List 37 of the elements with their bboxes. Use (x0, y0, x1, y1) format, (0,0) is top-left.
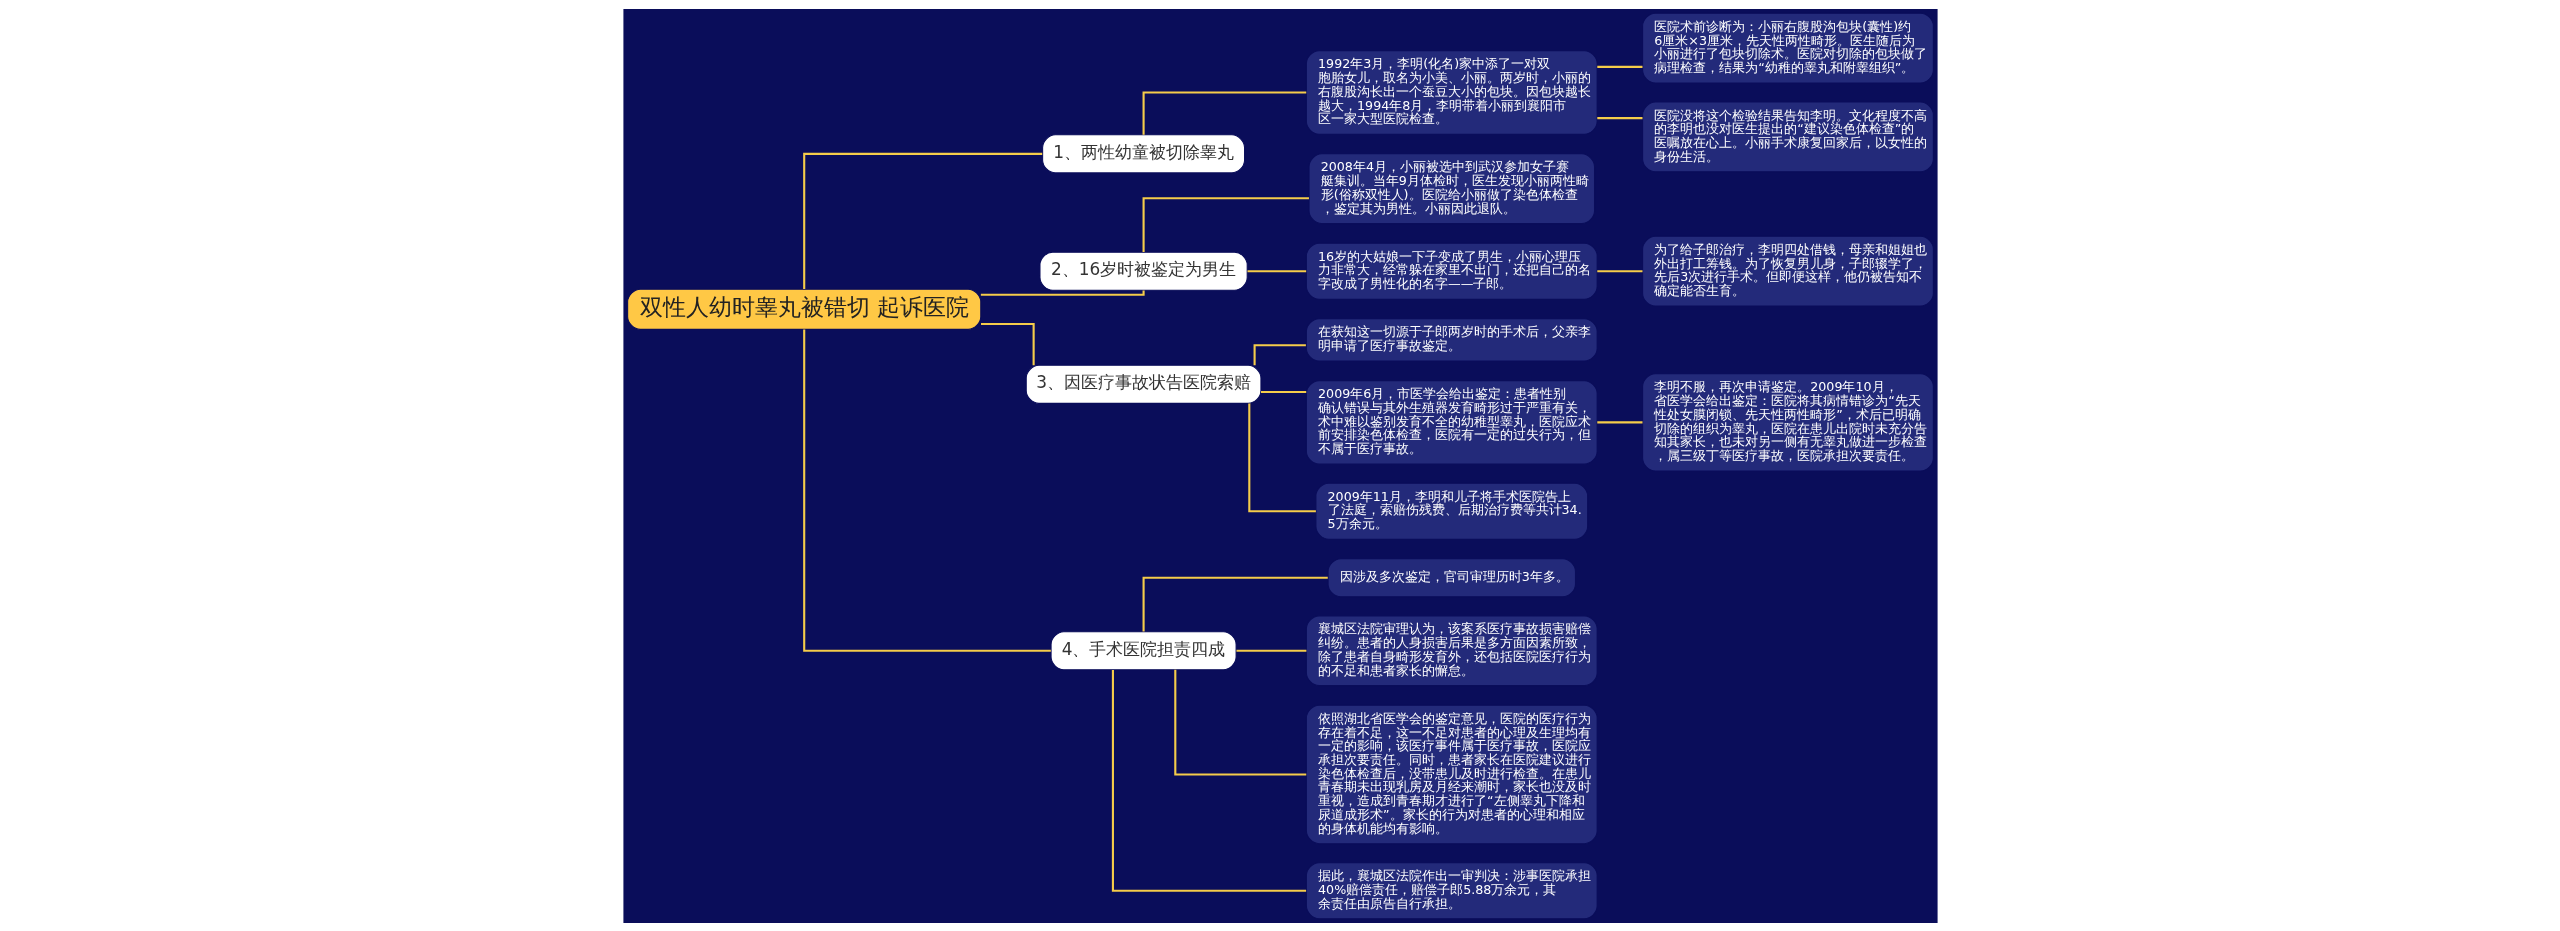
node-box: 因涉及多次鉴定，官司审理历时3年多。 (1327, 557, 1576, 597)
node-box: 据此，襄城区法院作出一审判决：涉事医院承担40%赔偿责任，赔偿子郎5.88万余元，其余责任由原告自行承担。 (1305, 861, 1598, 919)
node-box: 2008年4月，小丽被选中到武汉参加女子赛艇集训。当年9月体检时，医生发现小丽两性畸形(俗称双性人)。医院给小丽做了染色体检查，鉴定其为男性。小丽因此退队。 (1308, 152, 1595, 224)
connector (1253, 343, 1306, 365)
connector (802, 152, 1042, 289)
connector (1111, 669, 1306, 892)
node-box: 2009年11月，李明和儿子将手术医院告上了法庭，索赔伤残费、后期治疗费等共计34.5万余元。 (1314, 482, 1588, 540)
node-box: 4、手术医院担责四成 (1050, 630, 1237, 670)
connector (1260, 390, 1306, 393)
node-box: 医院术前诊断为：小丽右腹股沟包块(囊性)约6厘米×3厘米，先天性两性畸形。医生随后为小丽进行了包块切除术。医院对切除的包块做了病理检查，结果为“幼稚的睾丸和附睾组织”。 (1641, 12, 1934, 84)
node-box: 1、两性幼童被切除睾丸 (1041, 133, 1245, 173)
connector (1596, 420, 1642, 423)
connector (1596, 65, 1642, 68)
connector (980, 290, 1145, 296)
node-box: 2、16岁时被鉴定为男生 (1038, 251, 1248, 291)
connector (1142, 196, 1309, 252)
connector (1142, 576, 1328, 632)
node-box: 在获知这一切源于子郎两岁时的手术后，父亲李明申请了医疗事故鉴定。 (1305, 317, 1598, 362)
connector (1596, 116, 1642, 119)
node-box: 李明不服，再次申请鉴定。2009年10月，省医学会给出鉴定：医院将其病情错诊为“先天性处女膜闭锁、先天性两性畸形”，术后已明确切除的组织为睾丸，医院在患儿出院时未充分告知其家长，也未对另一侧有无睾丸做进一步检查，属三级丁等医疗事故，医院承担次要责任。 (1641, 372, 1934, 472)
connector (1173, 669, 1306, 775)
node-box: 16岁的大姑娘一下子变成了男生，小丽心理压力非常大，经常躲在家里不出门，还把自己的名字改成了男性化的名字——子郎。 (1305, 242, 1598, 300)
node-box: 依照湖北省医学会的鉴定意见，医院的医疗行为存在着不足，这一不足对患者的心理及生理均有一定的影响，该医疗事件属于医疗事故，医院应承担次要责任。同时，患者家长在医院建议进行染色体检查后，没带患儿及时进行检查。在患儿青春期未出现乳房及月经来潮时，家长也没及时重视，造成到青春期才进行了“左侧睾丸下降和尿道成形术”。家长的行为对患者的心理和相应的身体机能均有影响。 (1305, 704, 1598, 844)
node-box: 襄城区法院审理认为，该案系医疗事故损害赔偿纠纷。患者的人身损害后果是多方面因素所致，除了患者自身畸形发育外，还包括医院医疗行为的不足和患者家长的懈怠。 (1305, 614, 1598, 686)
node-box: 为了给子郎治疗，李明四处借钱，母亲和姐姐也外出打工筹钱。为了恢复男儿身，子郎辍学了，先后3次进行手术。但即便这样，他仍被告知不确定能否生育。 (1641, 235, 1934, 307)
connector (980, 322, 1035, 365)
connector (1247, 403, 1316, 512)
connector (1142, 90, 1306, 135)
node-box: 双性人幼时睾丸被错切 起诉医院 (626, 288, 981, 330)
connector (802, 329, 1051, 652)
connector (1235, 649, 1306, 652)
node-box: 3、因医疗事故状告医院索赔 (1025, 364, 1261, 404)
node-box: 1992年3月，李明(化名)家中添了一对双胞胎女儿，取名为小美、小丽。两岁时，小丽的右腹股沟长出一个蚕豆大小的包块。因包块越长越大，1994年8月，李明带着小丽到襄阳市区一家大型医院检查。 (1305, 49, 1598, 135)
node-box: 医院没将这个检验结果告知李明。文化程度不高的李明也没对医生提出的“建议染色体检查”的医嘱放在心上。小丽手术康复回家后，以女性的身份生活。 (1641, 101, 1934, 172)
connector (1247, 269, 1306, 272)
node-box: 2009年6月，市医学会给出鉴定：患者性别确认错误与其外生殖器发育畸形过于严重有关，术中难以鉴别发育不全的幼稚型睾丸，医院应术前安排染色体检查，医院有一定的过失行为，但不属于医疗事故。 (1305, 379, 1598, 465)
connector (1596, 269, 1642, 272)
